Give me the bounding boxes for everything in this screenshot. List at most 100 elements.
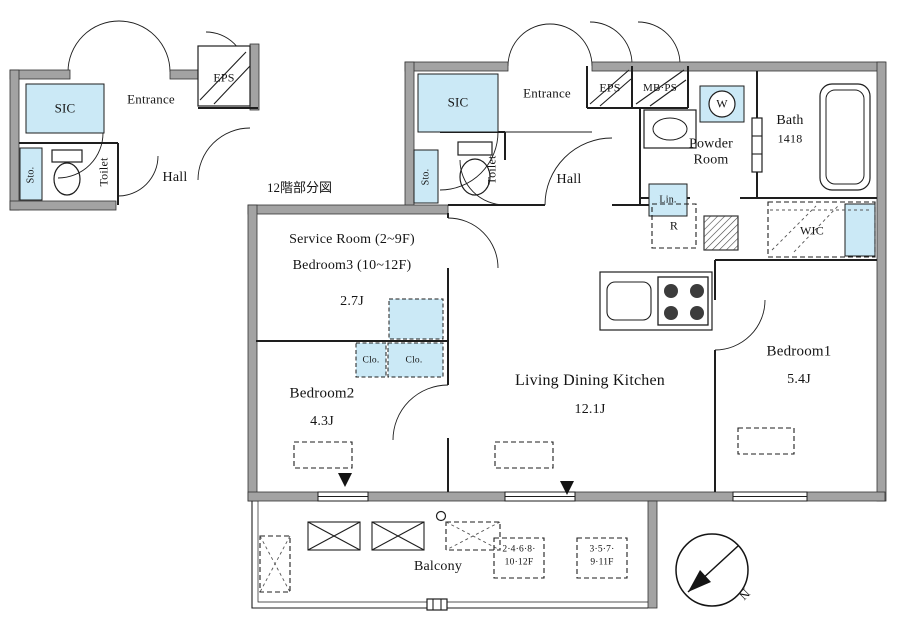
mbps-label: MB·PS bbox=[642, 81, 678, 94]
service-room-label: Service Room (2~9F) bbox=[289, 232, 415, 248]
vanity-sink bbox=[652, 117, 688, 141]
inset-toilet-bowl bbox=[53, 162, 81, 196]
washing-machine-icon bbox=[708, 90, 736, 118]
bath-label: Bath bbox=[776, 113, 804, 129]
inset-wall bbox=[9, 200, 117, 211]
shutter-mark-icon bbox=[338, 473, 352, 487]
service-room-size-label: 2.7J bbox=[340, 294, 364, 310]
closet-right bbox=[387, 342, 444, 378]
floor-note-a-line1: 2·4·6·8· bbox=[502, 544, 536, 555]
inset-sto-label: Sto. bbox=[25, 166, 37, 184]
inset-toilet-label: Toilet bbox=[96, 157, 111, 187]
bath-size-label: 1418 bbox=[777, 131, 803, 146]
service-room-alt-label: Bedroom3 (10~12F) bbox=[292, 258, 412, 274]
inset-sic-closet bbox=[25, 83, 105, 134]
balcony-marker-icon bbox=[435, 510, 447, 522]
bedroom2-label: Bedroom2 bbox=[289, 385, 355, 402]
inset-wall bbox=[249, 43, 260, 111]
drain-icon bbox=[426, 598, 448, 611]
floor-note-box-a bbox=[493, 537, 545, 579]
sic-label: SIC bbox=[447, 94, 469, 110]
fridge-space bbox=[651, 203, 697, 249]
unit-exterior-walls bbox=[247, 21, 887, 502]
hall-ldk-door-arc bbox=[544, 137, 613, 206]
toilet-tank bbox=[457, 141, 493, 156]
stove bbox=[657, 276, 709, 326]
bathtub bbox=[819, 83, 871, 191]
window-bedroom2 bbox=[317, 491, 369, 502]
inset-sic-label: SIC bbox=[54, 100, 76, 116]
floor-note-b-line1: 3·5·7· bbox=[589, 544, 615, 555]
eps-label: EPS bbox=[599, 80, 621, 95]
balcony-label: Balcony bbox=[413, 559, 463, 575]
closet-right-label: Clo. bbox=[405, 355, 423, 366]
shutter-mark-icon bbox=[560, 481, 574, 495]
fixtures bbox=[457, 83, 871, 331]
closet-left bbox=[355, 342, 387, 378]
washer-label: W bbox=[716, 96, 728, 111]
inset-eps-shaft bbox=[197, 45, 251, 107]
structural-column bbox=[703, 215, 739, 251]
inset-caption: 12階部分図 bbox=[267, 180, 333, 195]
wic-label: WIC bbox=[800, 223, 824, 238]
fridge-label: R bbox=[669, 218, 679, 233]
inset-entrance-door-arc bbox=[67, 20, 171, 73]
door-arcs bbox=[392, 131, 766, 441]
entrance-door-arc bbox=[507, 23, 593, 67]
eps-door-arc bbox=[589, 21, 633, 65]
bedroom2-door-arc bbox=[392, 384, 449, 441]
kitchen-sink bbox=[606, 281, 652, 321]
bedroom1-label: Bedroom1 bbox=[766, 343, 832, 360]
inset-plan bbox=[9, 20, 260, 211]
inset-toilet-door-arc bbox=[117, 155, 159, 197]
toilet-label: Toilet bbox=[484, 155, 499, 185]
service-room-closet bbox=[388, 298, 444, 340]
inset-wall bbox=[9, 69, 20, 211]
sto-label: Sto. bbox=[420, 168, 432, 186]
powder-room-label: Powder Room bbox=[689, 136, 733, 167]
inset-hall-door-arc bbox=[197, 127, 251, 181]
bedroom2-size-label: 4.3J bbox=[310, 414, 334, 430]
floor-note-b-line2: 9·11F bbox=[590, 557, 614, 568]
north-needle-icon bbox=[688, 570, 711, 592]
burner-icon bbox=[690, 284, 704, 298]
floor-note-box-b bbox=[576, 537, 628, 579]
ldk-size-label: 12.1J bbox=[574, 402, 606, 418]
inset-wall bbox=[169, 69, 201, 80]
burner-icon bbox=[690, 306, 704, 320]
bedroom1-door-arc bbox=[714, 299, 766, 351]
interior-walls bbox=[256, 66, 877, 492]
entrance-label: Entrance bbox=[523, 85, 571, 101]
bath-door bbox=[751, 117, 763, 173]
mbps-door-arc bbox=[637, 21, 681, 65]
inset-hall-label: Hall bbox=[162, 170, 188, 186]
linen-label: Lin. bbox=[659, 194, 677, 206]
hall-label: Hall bbox=[556, 172, 582, 188]
floor-note-a-line2: 10·12F bbox=[504, 557, 534, 568]
inset-sic-door-arc bbox=[57, 132, 104, 179]
wic-area bbox=[767, 201, 876, 258]
window-ldk bbox=[504, 491, 576, 502]
inset-toilet-tank bbox=[51, 149, 83, 163]
toilet-door-arc bbox=[459, 159, 506, 206]
inset-entrance-label: Entrance bbox=[127, 91, 175, 107]
closet-left-label: Clo. bbox=[362, 355, 380, 366]
balcony-equipment bbox=[259, 521, 501, 593]
compass bbox=[675, 533, 749, 607]
furniture-marks bbox=[293, 427, 795, 469]
ldk-label: Living Dining Kitchen bbox=[515, 372, 665, 390]
linen-closet bbox=[648, 183, 688, 217]
window-bedroom1 bbox=[732, 491, 808, 502]
wic-shelf bbox=[844, 203, 876, 257]
storage-sto bbox=[413, 149, 439, 204]
sic-closet bbox=[417, 73, 499, 133]
inset-eps-label: EPS bbox=[213, 70, 235, 85]
service-room-door-arc bbox=[447, 217, 499, 269]
inset-storage bbox=[19, 147, 43, 201]
burner-icon bbox=[664, 284, 678, 298]
sic-door-arc bbox=[439, 131, 499, 191]
kitchen-counter bbox=[599, 271, 713, 331]
balcony-area bbox=[251, 500, 658, 611]
